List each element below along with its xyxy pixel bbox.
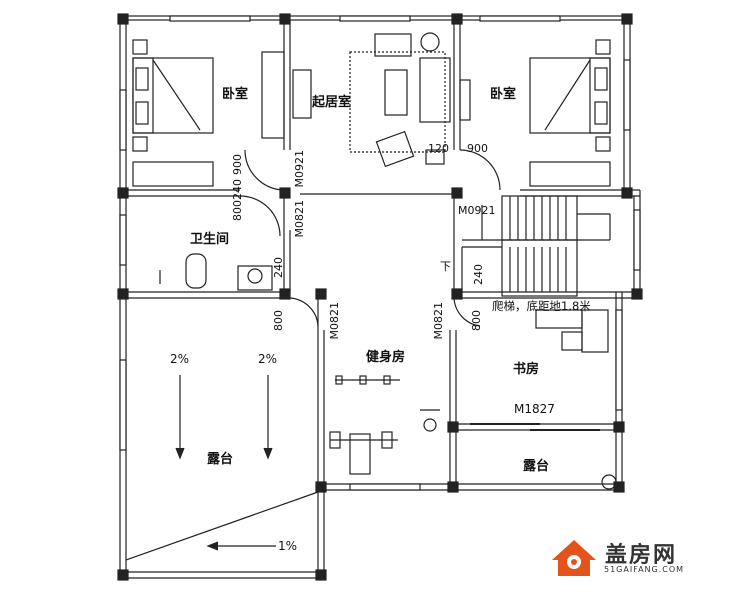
door-code-m0821-b: M0821 xyxy=(328,302,341,340)
room-bedroom-right: 卧室 xyxy=(490,87,517,102)
slope-label-a: 2% xyxy=(170,352,190,366)
door-code-m0921-b: M0921 xyxy=(458,204,496,217)
door-code-m0821-a: M0821 xyxy=(293,200,306,238)
dim-240-a: 240 xyxy=(231,179,244,200)
dim-240-c: 240 xyxy=(472,264,485,285)
logo-name: 盖房网 xyxy=(605,543,678,568)
toilet xyxy=(185,253,207,289)
room-study: 书房 xyxy=(513,362,540,377)
room-living: 起居室 xyxy=(312,95,352,110)
rug xyxy=(349,51,446,153)
dim-900-b: 900 xyxy=(467,142,488,155)
room-terrace-left: 露台 xyxy=(207,452,234,467)
door-code-m0821-c: M0821 xyxy=(432,302,445,340)
sink xyxy=(237,265,273,291)
dim-240-b: 240 xyxy=(272,257,285,278)
logo xyxy=(552,540,596,576)
dim-800-c: 800 xyxy=(470,310,483,331)
door-code-m0921-a: M0921 xyxy=(293,150,306,188)
dim-800-a: 800 xyxy=(231,200,244,221)
slope-label-c: 1% xyxy=(278,539,298,553)
door-code-m1827: M1827 xyxy=(514,402,555,416)
staircase xyxy=(501,195,578,297)
dim-800-b: 800 xyxy=(272,310,285,331)
room-terrace-right: 露台 xyxy=(523,459,550,474)
room-bedroom-left: 卧室 xyxy=(222,87,249,102)
dim-120: 120 xyxy=(428,142,449,155)
logo-url: 51GAIFANG.COM xyxy=(604,565,685,574)
stair-down-label: 下 xyxy=(440,260,451,273)
bed-left xyxy=(132,57,214,134)
stair-note: 爬梯，底距地1.8米 xyxy=(492,299,591,313)
bed-right xyxy=(529,57,611,134)
slope-label-b: 2% xyxy=(258,352,278,366)
room-bathroom: 卫生间 xyxy=(190,232,230,247)
dim-900-a: 900 xyxy=(231,154,244,175)
room-gym: 健身房 xyxy=(366,350,406,365)
